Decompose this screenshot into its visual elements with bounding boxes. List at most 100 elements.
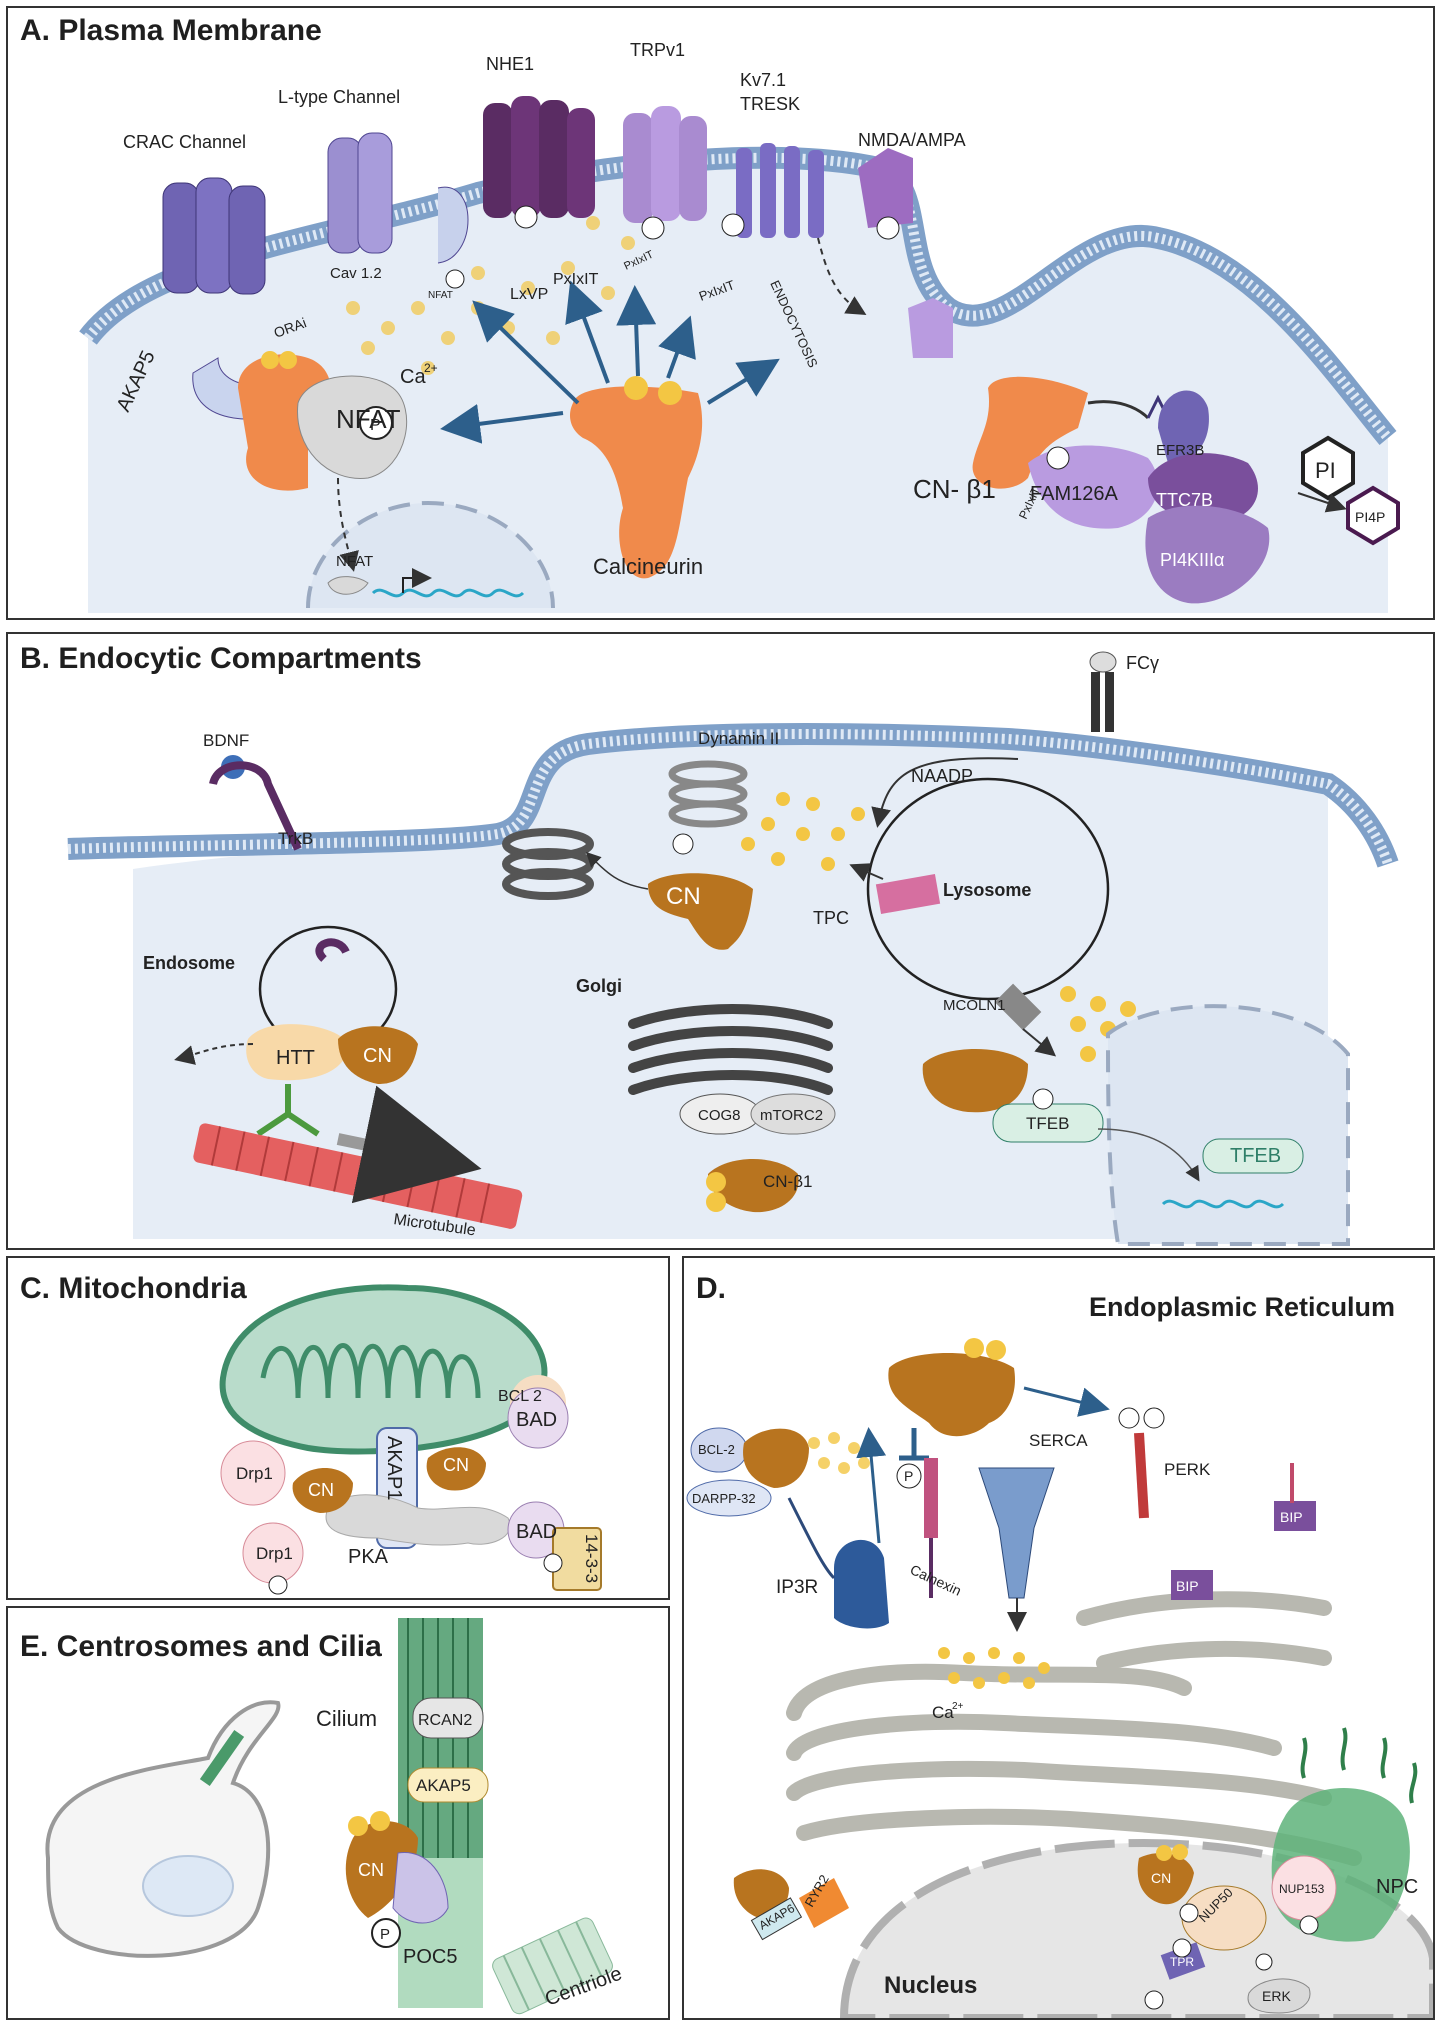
label-bip2: BIP	[1280, 1509, 1303, 1525]
pi-lipid	[1301, 435, 1355, 501]
kv71-channel	[736, 143, 824, 238]
panel-b-endocytic-compartments: B. Endocytic Compartments	[6, 632, 1435, 1250]
label-nup153: NUP153	[1279, 1882, 1325, 1896]
cn-endosome	[338, 1026, 418, 1084]
label-fam126a: FAM126A	[1030, 483, 1118, 505]
cn-er-top	[888, 1353, 1015, 1437]
trkb-receptor	[209, 761, 302, 851]
cilium-small	[199, 1729, 245, 1787]
label-calcium-sup: 2+	[424, 361, 438, 375]
endocytosed-receptor	[908, 298, 953, 358]
label-tresk: TRESK	[740, 94, 800, 114]
cell-outline	[45, 1700, 281, 1958]
label-ip3r: IP3R	[776, 1577, 818, 1598]
label-tfeb-nucleus: TFEB	[1230, 1145, 1281, 1167]
label-nfat-nucleus: NFAT	[336, 553, 373, 570]
nmda-ampa-receptor	[858, 148, 913, 228]
label-l-type-channel: L-type Channel	[278, 87, 400, 107]
bip-2	[1274, 1501, 1316, 1531]
calnexin	[924, 1458, 938, 1538]
nfat-protein	[297, 375, 408, 479]
panel-c-mitochondria: C. Mitochondria BCL 2 BAD BAD Drp1 Drp1 …	[6, 1256, 670, 1600]
label-nmda-ampa: NMDA/AMPA	[858, 130, 966, 150]
panel-a-diagram: CRAC Channel L-type Channel NHE1 TRPv1 K…	[79, 40, 1400, 613]
label-golgi: Golgi	[576, 976, 622, 996]
label-pi: PI	[1315, 458, 1336, 483]
calcium-ions-d	[938, 1647, 1050, 1689]
tpr	[1160, 1942, 1206, 1980]
panel-b-title: B. Endocytic Compartments	[20, 642, 422, 675]
cn-akap6	[733, 1869, 789, 1918]
label-cn-right: CN	[443, 1455, 469, 1475]
label-bcl2: BCL 2	[498, 1388, 542, 1405]
panel-d-diagram: BCL-2 DARPP-32 IP3R Calnexin SERCA PERK …	[686, 1338, 1433, 2018]
label-nhe1: NHE1	[486, 54, 534, 74]
pka	[325, 1494, 511, 1546]
rcan2	[412, 1697, 484, 1739]
serca	[978, 1467, 1055, 1599]
label-pxixit: PxIxIT	[553, 271, 599, 288]
label-bad2: BAD	[516, 1521, 557, 1543]
drp1-top	[220, 1440, 286, 1506]
phospho-nfat	[359, 406, 393, 440]
label-akap1: AKAP1	[383, 1436, 405, 1500]
label-cn: CN	[1151, 1870, 1171, 1886]
ttc7b	[1148, 453, 1258, 523]
nhe1-transporter	[483, 96, 595, 218]
label-trpv1: TRPv1	[630, 40, 685, 60]
efr3b	[1158, 390, 1209, 463]
nucleus-a	[306, 500, 555, 609]
label-mtorc2: mTORC2	[760, 1107, 823, 1124]
nucleus-b	[1105, 1004, 1350, 1246]
ip3r	[834, 1539, 889, 1629]
label-cn-beta1: CN-β1	[763, 1172, 812, 1191]
fcg-ligand	[1089, 651, 1117, 673]
label-efr3b: EFR3B	[1156, 442, 1204, 459]
label-npc: NPC	[1376, 1876, 1418, 1898]
l-type-channel	[327, 132, 469, 264]
mtorc2	[750, 1093, 836, 1135]
label-nucleus: Nucleus	[884, 1972, 977, 1999]
bad-top	[507, 1387, 569, 1449]
label-pka: PKA	[348, 1546, 389, 1568]
lysosome	[866, 777, 1110, 1001]
label-p-calnexin: P	[904, 1468, 913, 1484]
label-calcium: Ca	[400, 366, 426, 388]
label-pi4kiiia: PI4KIIIα	[1160, 550, 1224, 570]
label-drp1: Drp1	[236, 1464, 273, 1483]
panel-a-title: A. Plasma Membrane	[20, 14, 322, 47]
calcineurin-left	[238, 354, 331, 491]
label-cn-beta1: CN- β1	[913, 474, 996, 504]
label-cn-left: CN	[308, 1480, 334, 1500]
bip-1	[1171, 1570, 1213, 1600]
erk	[1247, 1978, 1311, 2014]
cn-cilium	[345, 1821, 418, 1918]
label-darpp32: DARPP-32	[692, 1491, 756, 1506]
panel-d-subtitle: Endoplasmic Reticulum	[1089, 1292, 1396, 1322]
poc5	[392, 1852, 449, 1924]
label-14-3-3: 14-3-3	[582, 1534, 601, 1583]
golgi	[628, 1004, 833, 1095]
label-bad: BAD	[516, 1409, 557, 1431]
tfeb-nucleus	[1202, 1138, 1304, 1174]
label-tpc: TPC	[813, 908, 849, 928]
label-rcan2: RCAN2	[418, 1712, 472, 1729]
panel-a-plasma-membrane: A. Plasma Membrane	[6, 6, 1435, 620]
label-tpr: TPR	[1170, 1955, 1194, 1969]
label-trkb: TrkB	[278, 829, 313, 848]
label-calcium: Ca	[932, 1703, 954, 1722]
panel-c-diagram: BCL 2 BAD BAD Drp1 Drp1 CN CN AKAP1 PKA …	[219, 1284, 602, 1595]
label-calcium-sup: 2+	[952, 1701, 964, 1712]
label-pi4p: PI4P	[1355, 509, 1385, 525]
label-lysosome: Lysosome	[943, 880, 1031, 900]
label-mcoln1: MCOLN1	[943, 997, 1006, 1014]
label-crac-channel: CRAC Channel	[123, 132, 246, 152]
ryr2	[799, 1878, 849, 1928]
label-fcg: FCγ	[1126, 653, 1159, 673]
label-tfeb: TFEB	[1026, 1114, 1069, 1133]
label-cn: CN	[358, 1860, 384, 1880]
label-cav12: Cav 1.2	[330, 265, 382, 282]
label-cn: CN	[666, 883, 701, 910]
pi4p-lipid	[1346, 485, 1400, 546]
perk	[1134, 1432, 1149, 1519]
